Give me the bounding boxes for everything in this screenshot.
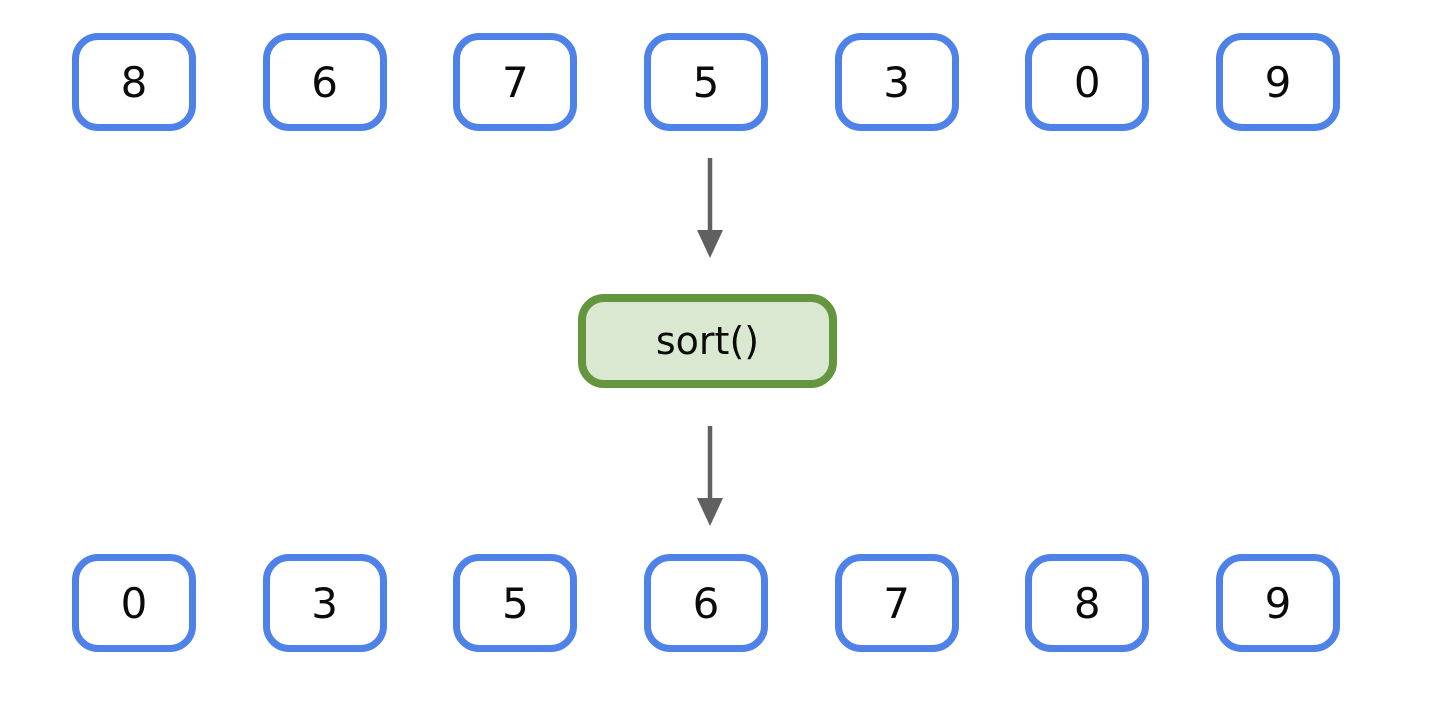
array-item-box: 7	[834, 554, 959, 652]
array-item-value: 6	[311, 57, 339, 107]
array-item-box: 8	[72, 33, 196, 131]
array-item-box: 9	[1215, 554, 1340, 652]
array-item-value: 5	[501, 578, 529, 628]
array-item-box: 7	[453, 33, 578, 131]
down-arrow-icon	[694, 426, 726, 526]
array-item-box: 0	[72, 554, 196, 652]
array-item-box: 9	[1215, 33, 1340, 131]
array-item-box: 6	[643, 554, 768, 652]
array-item-box: 3	[262, 554, 387, 652]
sort-operation-box: sort()	[578, 294, 837, 388]
array-item-box: 6	[262, 33, 387, 131]
array-item-box: 0	[1025, 33, 1150, 131]
array-item-value: 9	[1264, 57, 1292, 107]
array-item-value: 0	[1073, 57, 1101, 107]
array-item-value: 0	[120, 578, 148, 628]
array-item-value: 8	[120, 57, 148, 107]
array-item-value: 5	[692, 57, 720, 107]
array-item-box: 5	[453, 554, 578, 652]
down-arrow-icon	[694, 158, 726, 258]
array-item-box: 3	[834, 33, 959, 131]
output-array-row: 0 3 5 6 7 8 9	[72, 554, 1340, 652]
array-item-value: 7	[883, 578, 910, 628]
array-item-box: 8	[1025, 554, 1150, 652]
array-item-value: 9	[1264, 578, 1292, 628]
array-item-value: 3	[311, 578, 339, 628]
array-item-value: 6	[692, 578, 720, 628]
array-item-value: 7	[501, 57, 529, 107]
input-array-row: 8 6 7 5 3 0 9	[72, 33, 1340, 131]
array-item-box: 5	[643, 33, 768, 131]
array-item-value: 8	[1073, 578, 1101, 628]
sort-operation-label: sort()	[655, 319, 760, 363]
array-item-value: 3	[883, 57, 910, 107]
